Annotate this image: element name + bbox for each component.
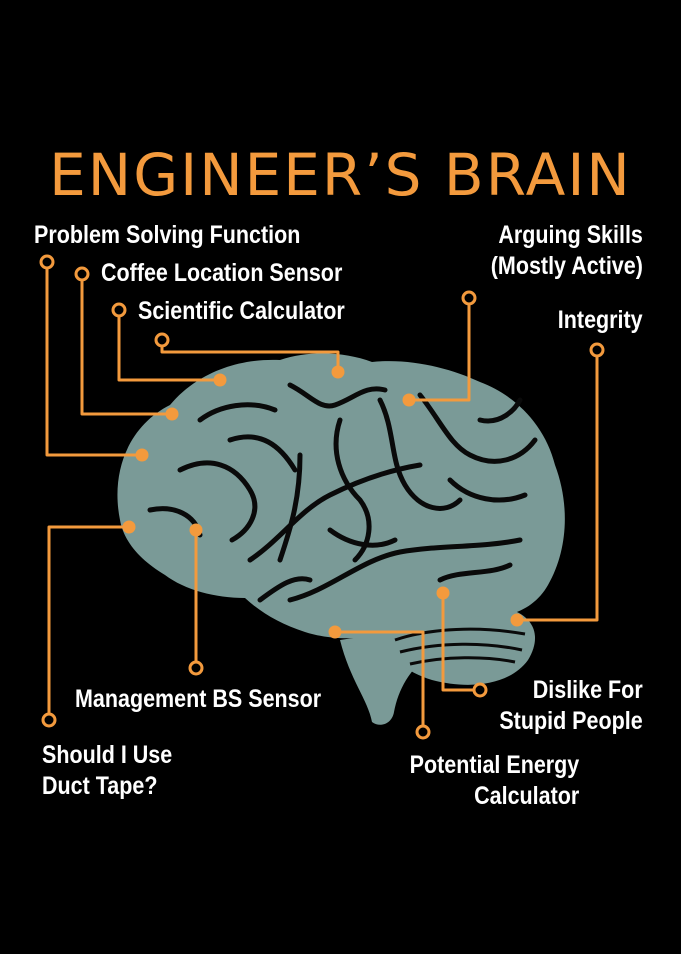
line-problem-solving: [45, 262, 142, 457]
label-dislike-stupid: Dislike For Stupid People: [500, 675, 643, 737]
dot-marker-icon: [122, 520, 136, 534]
cerebrum: [117, 353, 565, 639]
label-scientific-calculator: Scientific Calculator: [138, 296, 345, 327]
callout-dots: [122, 365, 524, 639]
label-text: Problem Solving Function: [34, 221, 301, 249]
label-arguing-skills: Arguing Skills (Mostly Active): [491, 220, 643, 282]
label-text-line-1: Potential Energy: [409, 751, 579, 779]
ring-marker-icon: [111, 302, 127, 318]
label-text: Coffee Location Sensor: [101, 259, 343, 287]
label-text-line-2: Calculator: [473, 782, 579, 810]
label-text-line-2: Duct Tape?: [42, 772, 158, 800]
dot-marker-icon: [135, 448, 149, 462]
label-text: Scientific Calculator: [138, 297, 345, 325]
dot-marker-icon: [213, 373, 227, 387]
ring-marker-icon: [472, 682, 488, 698]
ring-marker-icon: [461, 290, 477, 306]
label-text-line-1: Arguing Skills: [498, 221, 643, 249]
brain-illustration-icon: [117, 353, 565, 725]
dot-marker-icon: [165, 407, 179, 421]
label-coffee-location: Coffee Location Sensor: [101, 258, 342, 289]
ring-marker-icon: [74, 266, 90, 282]
label-management-bs: Management BS Sensor: [75, 684, 321, 715]
dot-marker-icon: [402, 393, 416, 407]
label-text-line-2: (Mostly Active): [490, 252, 643, 280]
brain-folds: [147, 382, 538, 603]
ring-marker-icon: [41, 712, 57, 728]
label-text: Management BS Sensor: [75, 685, 322, 713]
label-text: Integrity: [558, 306, 643, 334]
dot-marker-icon: [189, 523, 203, 537]
ring-marker-icon: [415, 724, 431, 740]
line-scientific-calculator: [117, 310, 220, 382]
ring-marker-icon: [589, 342, 605, 358]
label-potential-energy: Potential Energy Calculator: [409, 750, 579, 812]
callout-rings: [39, 254, 605, 740]
line-potential-energy: [335, 630, 425, 732]
dot-marker-icon: [510, 613, 524, 627]
line-dislike-stupid: [441, 593, 480, 692]
line-duct-tape: [47, 525, 129, 720]
label-problem-solving: Problem Solving Function: [34, 220, 300, 251]
ring-marker-icon: [154, 332, 170, 348]
dot-marker-icon: [331, 365, 345, 379]
line-arguing-skills: [409, 298, 471, 402]
line-coffee-location: [80, 274, 172, 416]
label-duct-tape: Should I Use Duct Tape?: [42, 740, 172, 802]
label-text-line-1: Should I Use: [42, 741, 173, 769]
label-integrity: Integrity: [558, 305, 643, 336]
cerebellum-folds: [394, 627, 526, 666]
ring-marker-icon: [188, 660, 204, 676]
label-text-line-1: Dislike For: [533, 676, 643, 704]
dot-marker-icon: [436, 586, 450, 600]
page-title: ENGINEER’S BRAIN: [49, 141, 632, 209]
ring-marker-icon: [39, 254, 55, 270]
line-integrity: [517, 350, 599, 622]
dot-marker-icon: [328, 625, 342, 639]
label-text-line-2: Stupid People: [499, 707, 643, 735]
